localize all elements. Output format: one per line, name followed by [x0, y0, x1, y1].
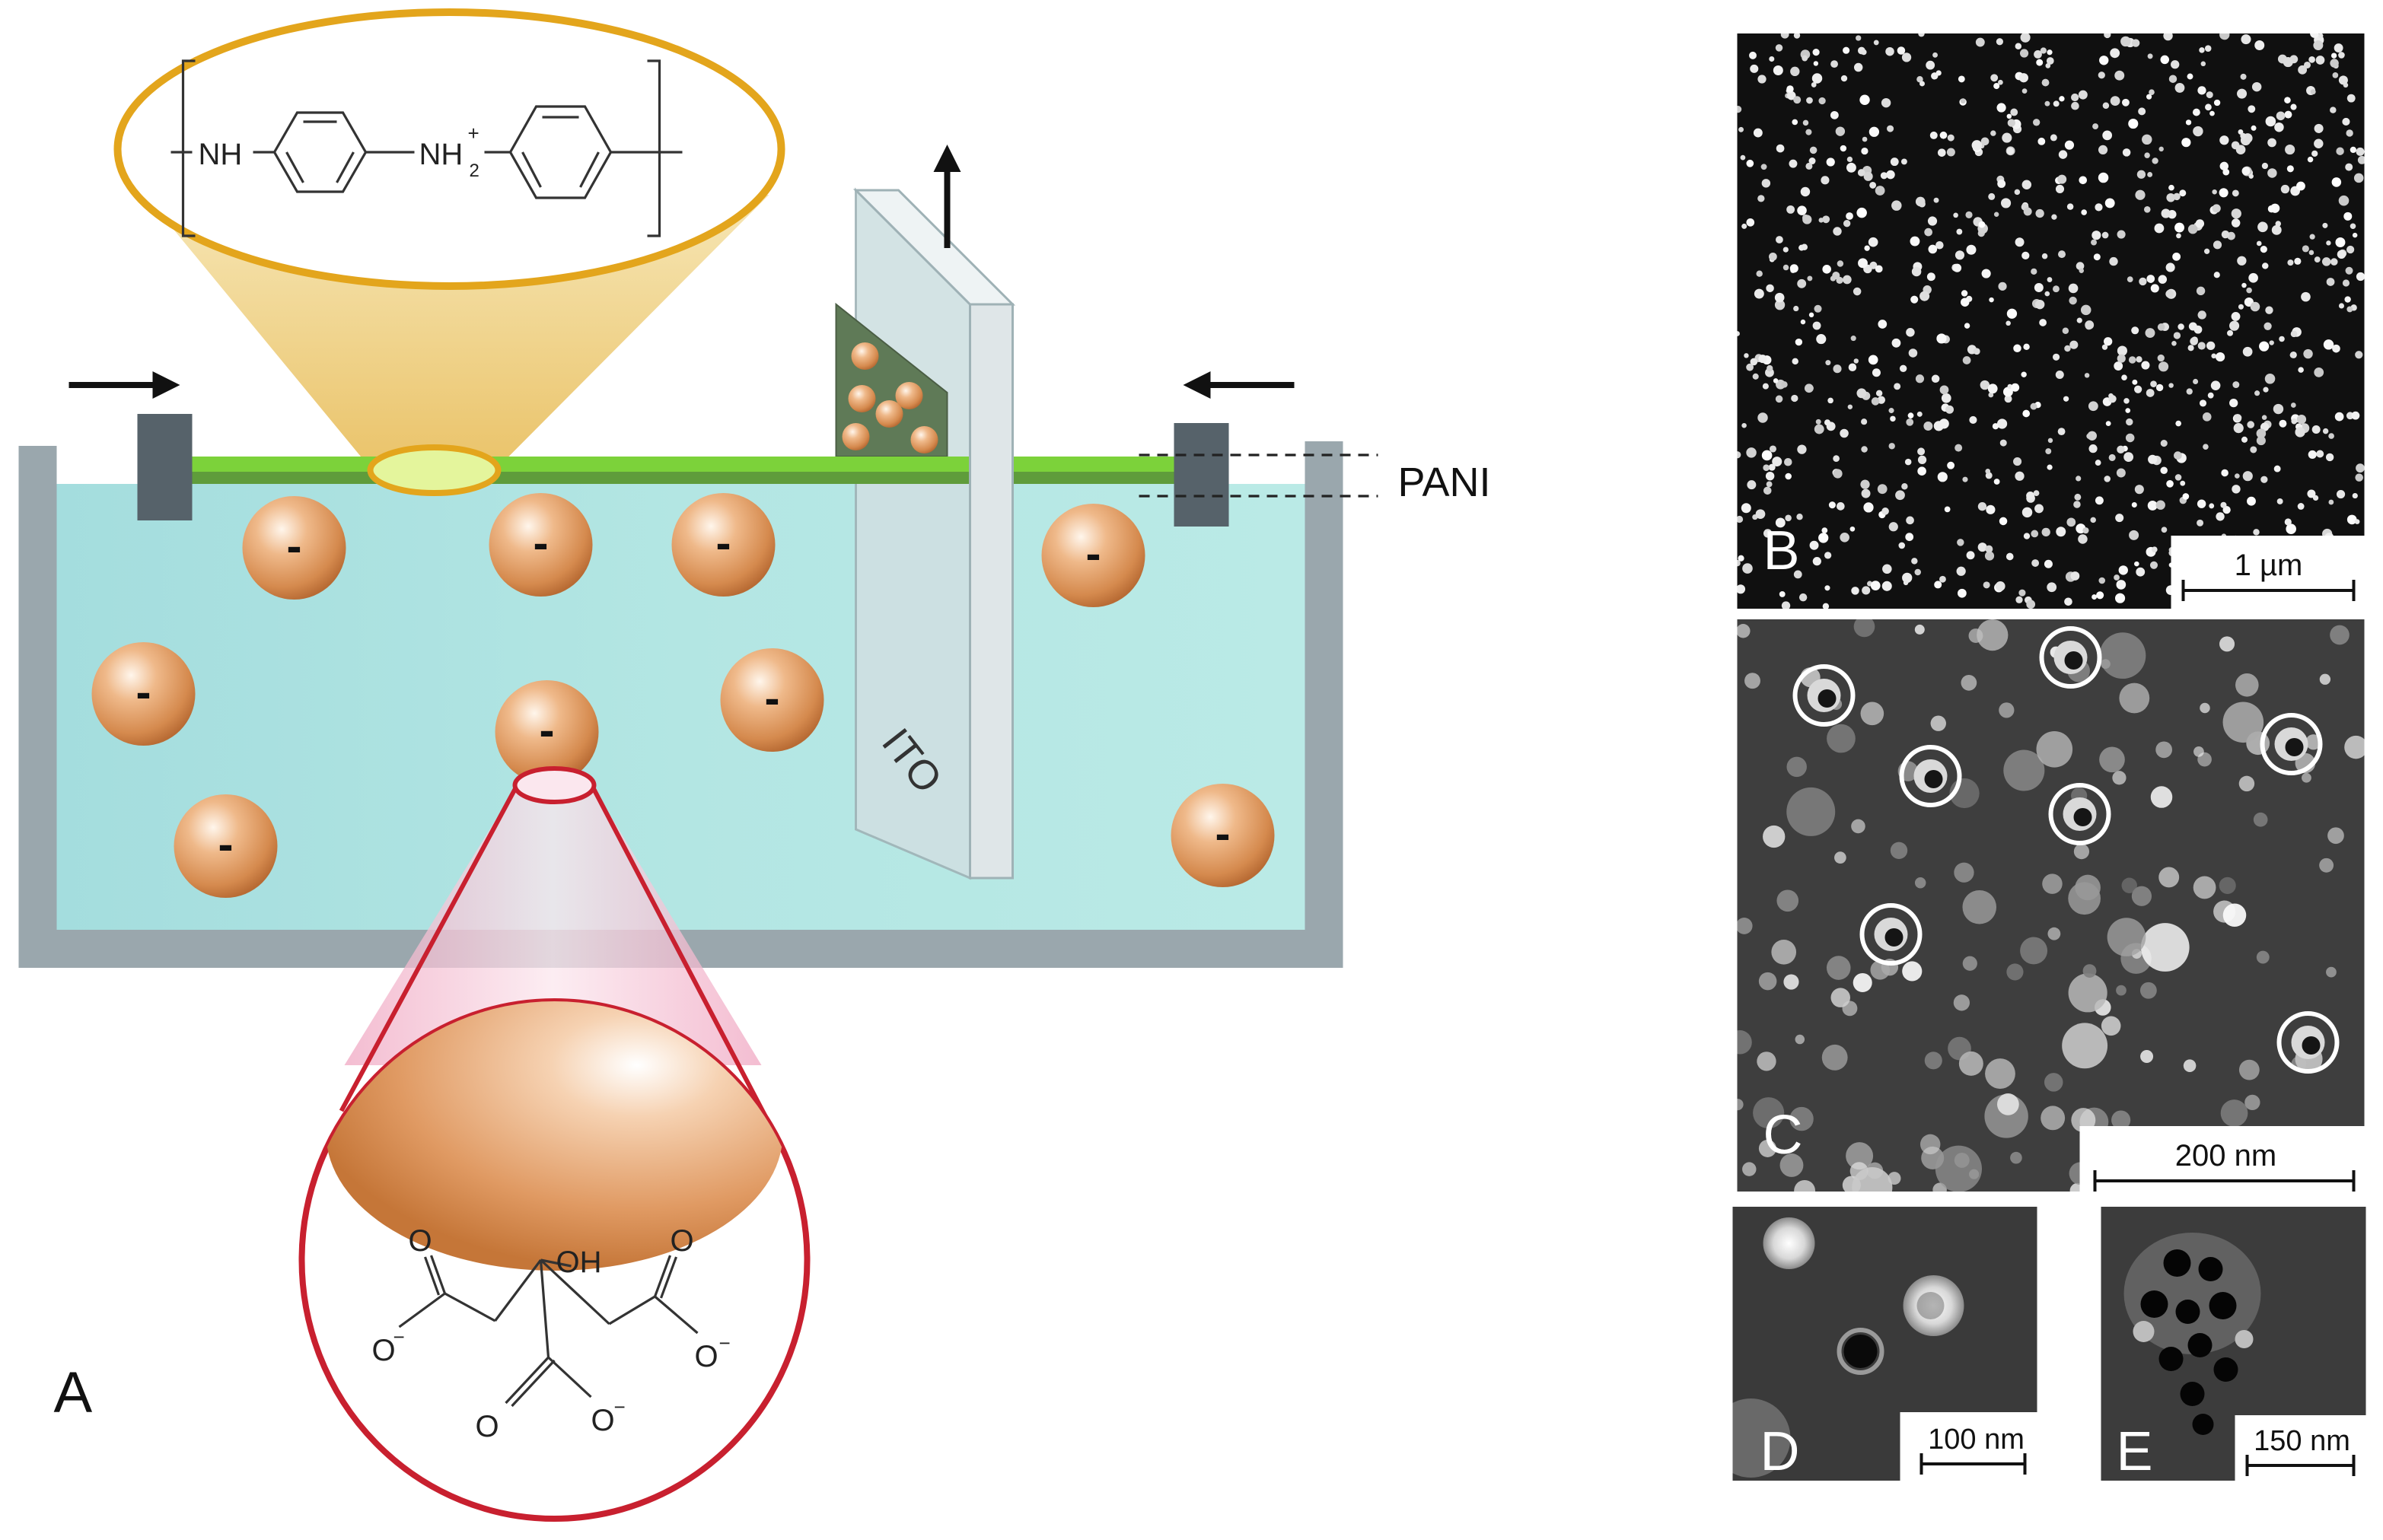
pani-chemical-structure: [170, 59, 683, 237]
pani-thickness-guides: [1139, 453, 1378, 498]
scale-bar-label-d: 100 nm: [1928, 1424, 2025, 1456]
scale-bar-label-c: 200 nm: [2175, 1139, 2276, 1172]
citrate-o-right-minus: O: [695, 1340, 718, 1373]
charged-nanoparticle: -: [91, 642, 196, 746]
charged-nanoparticle: -: [1041, 504, 1145, 607]
negative-charge-label: -: [716, 517, 731, 568]
negative-charge-label: -: [540, 705, 555, 756]
pani-nh2-subscript: 2: [470, 161, 479, 181]
ito-slide-top: [852, 189, 1016, 306]
pani-nh2-superscript: +: [468, 122, 479, 145]
panel-e-sem-image: 150 nm E: [2101, 1207, 2366, 1482]
pani-film: [190, 457, 1180, 472]
transferred-particles: [842, 342, 938, 453]
panel-label-e: E: [2117, 1421, 2153, 1482]
citrate-chemical-structure: [398, 1255, 699, 1408]
charged-nanoparticle: -: [1171, 784, 1275, 887]
negative-charge-label: -: [1215, 808, 1231, 859]
charged-nanoparticle: -: [489, 493, 593, 597]
panel-c-sem-image: 200 nm C: [1737, 619, 2365, 1192]
citrate-o-left: O: [409, 1224, 432, 1258]
scale-bar-box-b: [2171, 536, 2365, 609]
charged-nanoparticle: -: [174, 794, 278, 898]
scale-bar-box-e: [2235, 1415, 2366, 1481]
panel-d-sem-image: 100 nm D: [1732, 1207, 2037, 1482]
pani-film-underside: [190, 472, 1180, 484]
citrate-minus-left: −: [393, 1325, 405, 1348]
scale-bar-label-e: 150 nm: [2254, 1425, 2350, 1457]
negative-charge-label: -: [218, 819, 234, 870]
panel-label-b: B: [1763, 520, 1800, 581]
nanoparticle-enlarged: [326, 1001, 783, 1271]
panel-label-c: C: [1763, 1105, 1803, 1166]
citrate-minus-right: −: [719, 1332, 731, 1354]
sem-c-particles: [1737, 619, 2365, 1192]
left-barrier: [137, 414, 193, 520]
charged-nanoparticle: -: [720, 648, 824, 752]
citrate-zoom-spot: [512, 766, 597, 804]
negative-charge-label: -: [136, 667, 151, 718]
pani-nh-label: NH: [199, 138, 243, 171]
citrate-o-left-minus: O: [372, 1334, 396, 1367]
panel-a-schematic: NH NH 2 +: [18, 8, 1491, 1522]
pani-zoom-spot: [367, 444, 502, 496]
charged-nanoparticle: -: [242, 496, 346, 600]
negative-charge-label: -: [765, 673, 780, 724]
citrate-zoom-cone: [344, 784, 762, 1065]
charged-nanoparticle: -: [671, 493, 776, 597]
citrate-o-bottom-minus: O: [591, 1404, 615, 1437]
nanoparticle-group: - - - - - - - - -: [91, 493, 1275, 898]
citrate-o-bottom: O: [476, 1410, 499, 1443]
ito-slide-front: [969, 303, 1014, 880]
right-barrier: [1174, 423, 1229, 527]
pani-label: PANI: [1398, 460, 1491, 505]
negative-charge-label: -: [1086, 528, 1101, 579]
pani-zoom-circle: [113, 8, 785, 290]
highlight-circles-c: [1792, 626, 2340, 1074]
panel-label-d: D: [1760, 1421, 1800, 1482]
compression-arrow-left: [68, 371, 180, 399]
compression-arrow-right: [1183, 371, 1295, 399]
pani-nh2-label: NH: [419, 138, 464, 171]
charged-nanoparticle: -: [495, 680, 599, 784]
citrate-minus-bottom: −: [614, 1395, 626, 1418]
negative-charge-label: -: [287, 520, 302, 571]
citrate-o-right: O: [671, 1224, 694, 1258]
panel-b-sem-image: 1 µm B: [1737, 33, 2365, 609]
scale-bar-label-b: 1 µm: [2235, 549, 2303, 582]
withdrawal-arrow-up: [933, 145, 961, 248]
citrate-oh-label: OH: [556, 1246, 602, 1279]
negative-charge-label: -: [534, 517, 549, 568]
panel-label-a: A: [54, 1360, 93, 1425]
